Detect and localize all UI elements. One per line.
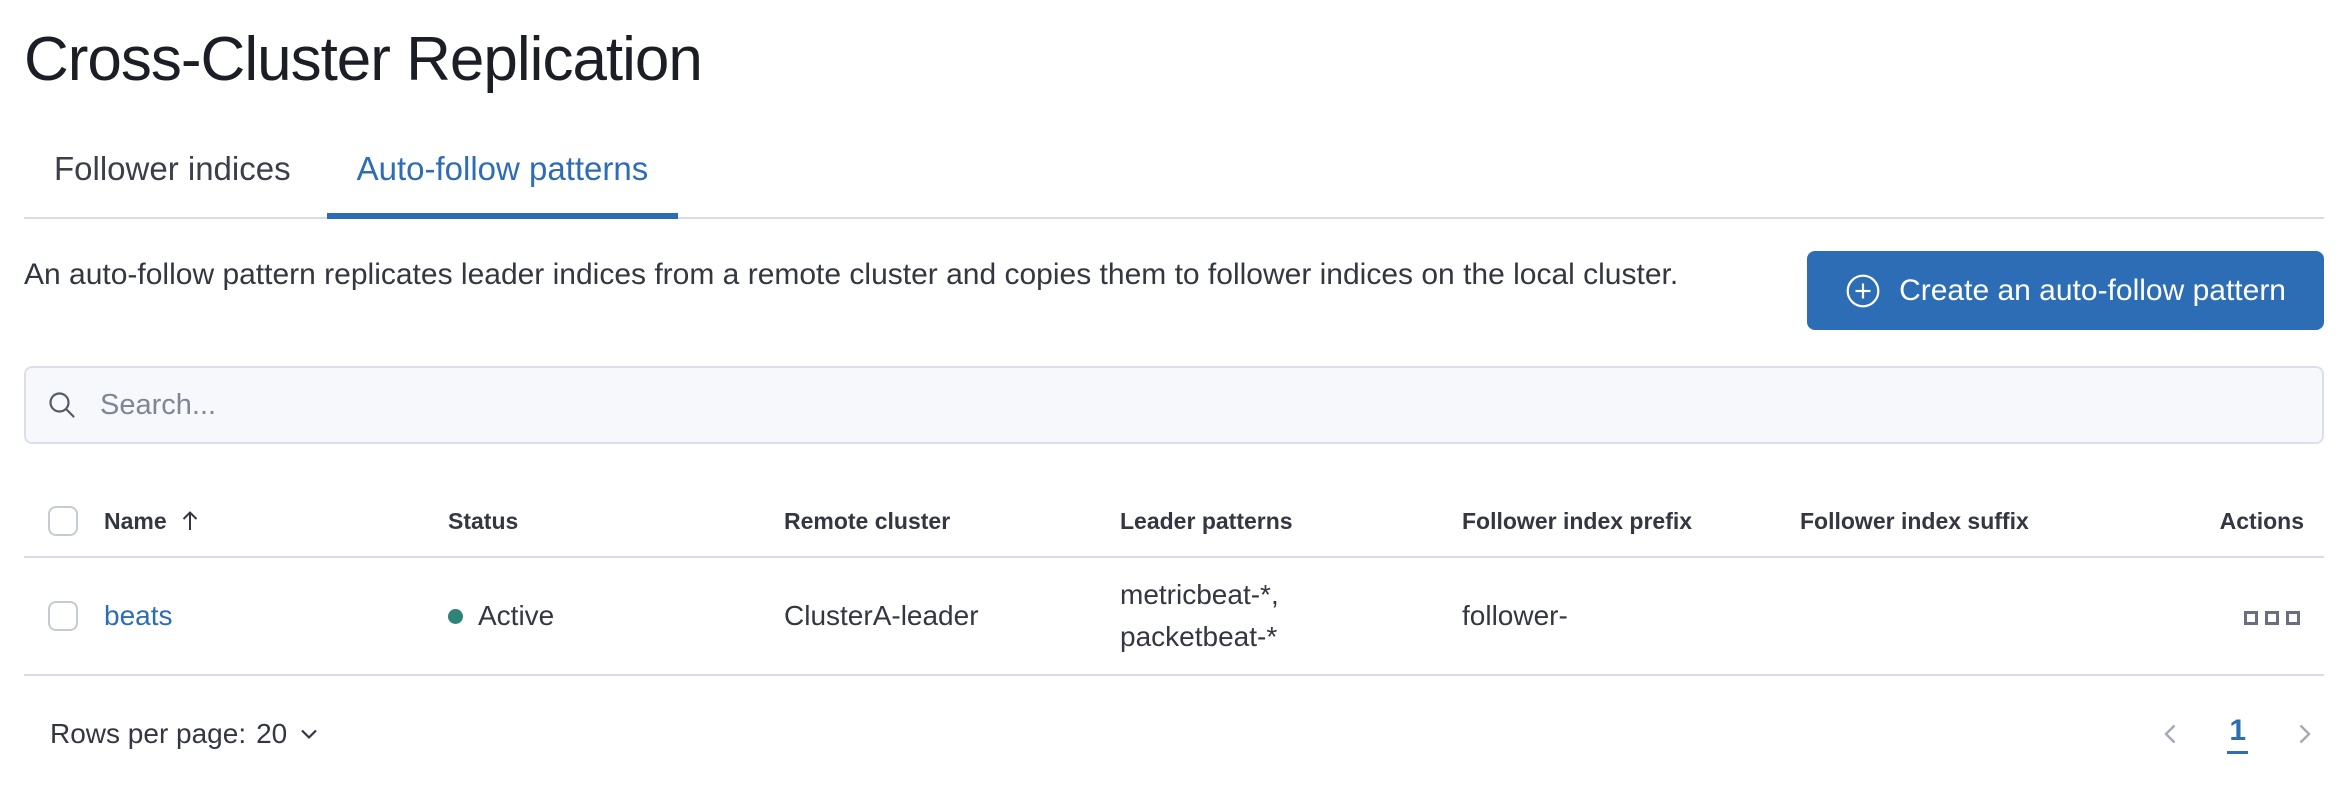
table-header-row: Name Status Remote cluster Leader patter… <box>24 484 2324 558</box>
toolbar: An auto-follow pattern replicates leader… <box>24 251 2324 330</box>
tab-auto-follow-patterns[interactable]: Auto-follow patterns <box>326 112 679 219</box>
pagination: 1 <box>2157 714 2324 754</box>
page-title: Cross-Cluster Replication <box>24 25 703 94</box>
plus-in-circle-icon <box>1845 273 1881 309</box>
boxes-horizontal-icon <box>2244 611 2258 625</box>
column-header-follower-index-prefix: Follower index prefix <box>1454 484 1792 558</box>
remote-cluster-cell: ClusterA-leader <box>776 557 1112 676</box>
sort-ascending-icon <box>177 508 203 534</box>
status-active-dot-icon <box>448 608 463 624</box>
create-auto-follow-pattern-button[interactable]: Create an auto-follow pattern <box>1807 251 2324 330</box>
rows-per-page-value: 20 <box>256 718 288 749</box>
follower-index-suffix-cell <box>1792 557 2130 676</box>
rows-per-page-button[interactable]: Rows per page: 20 <box>44 717 327 751</box>
column-header-remote-cluster: Remote cluster <box>776 484 1112 558</box>
status-label: Active <box>478 600 555 631</box>
table-footer: Rows per page: 20 1 <box>24 714 2324 754</box>
follower-index-prefix-cell: follower- <box>1454 557 1792 676</box>
tab-follower-indices[interactable]: Follower indices <box>24 112 321 217</box>
tab-bar: Follower indices Auto-follow patterns <box>24 112 2324 219</box>
row-checkbox[interactable] <box>48 601 78 631</box>
previous-page-button[interactable] <box>2157 720 2185 748</box>
search-bar <box>24 366 2324 444</box>
search-icon <box>46 389 78 421</box>
next-page-button[interactable] <box>2290 720 2318 748</box>
search-input[interactable] <box>98 387 2302 423</box>
column-header-leader-patterns: Leader patterns <box>1112 484 1454 558</box>
column-header-actions: Actions <box>2130 484 2324 558</box>
row-actions-button[interactable] <box>2240 607 2304 629</box>
chevron-down-icon <box>297 722 321 746</box>
chevron-left-icon <box>2157 720 2185 748</box>
chevron-right-icon <box>2290 720 2318 748</box>
column-header-follower-index-suffix: Follower index suffix <box>1792 484 2130 558</box>
status-cell: Active <box>448 600 768 632</box>
create-button-label: Create an auto-follow pattern <box>1899 273 2286 307</box>
auto-follow-patterns-table: Name Status Remote cluster Leader patter… <box>24 484 2324 676</box>
rows-per-page-label: Rows per page: <box>50 718 247 749</box>
table-row: beats Active ClusterA-leader metricbeat-… <box>24 557 2324 676</box>
leader-patterns-cell: metricbeat-*, packetbeat-* <box>1112 557 1454 676</box>
description-text: An auto-follow pattern replicates leader… <box>24 258 1679 291</box>
column-header-status: Status <box>440 484 776 558</box>
select-all-checkbox[interactable] <box>48 506 78 536</box>
column-header-name-label: Name <box>104 507 167 534</box>
pattern-name-link[interactable]: beats <box>104 600 173 631</box>
page-number-1[interactable]: 1 <box>2227 714 2248 754</box>
column-header-name[interactable]: Name <box>104 508 203 535</box>
